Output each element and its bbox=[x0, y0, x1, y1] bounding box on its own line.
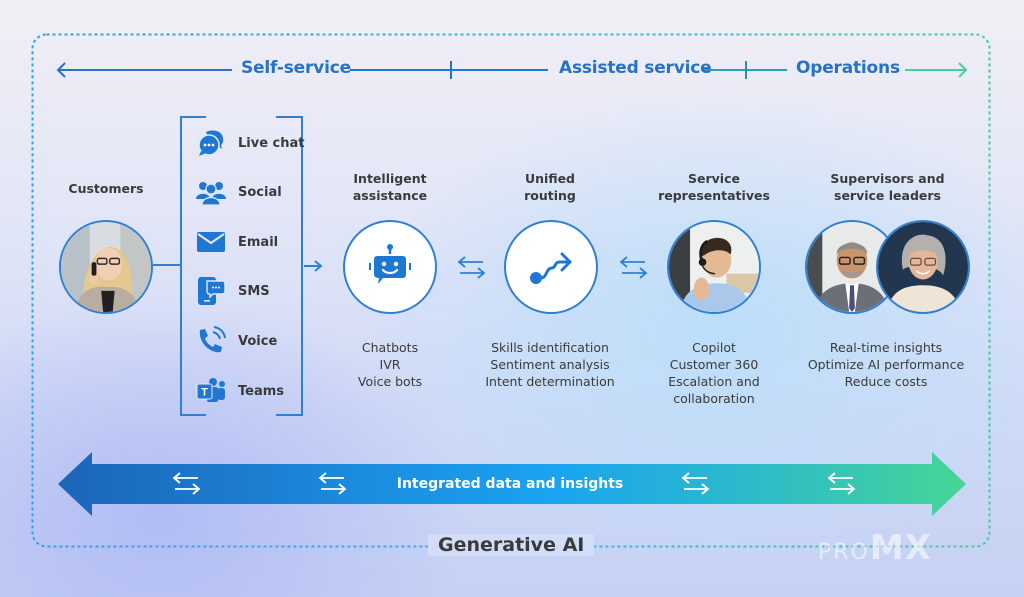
chatbot-icon bbox=[369, 244, 411, 284]
channel-live-chat[interactable]: Live chat bbox=[195, 128, 305, 158]
supervisor-photo-woman[interactable] bbox=[876, 220, 970, 314]
node-intelligent-assistance-title: Intelligent assistance bbox=[352, 171, 428, 203]
node-unified-routing-items: Skills identification Sentiment analysis… bbox=[485, 340, 615, 389]
stage-assisted-service: Assisted service bbox=[559, 58, 712, 78]
node-supervisors-title: Supervisors and service leaders bbox=[830, 171, 945, 203]
channel-label: Email bbox=[238, 234, 279, 250]
node-service-representatives-items: Copilot Customer 360 Escalation and coll… bbox=[668, 340, 760, 406]
channel-sms[interactable]: SMS bbox=[195, 276, 270, 306]
swap-arrows-icon bbox=[619, 256, 648, 279]
channel-social[interactable]: Social bbox=[195, 177, 282, 207]
node-unified-routing-title: Unified routing bbox=[524, 171, 576, 203]
supervisor-woman-photo bbox=[878, 222, 968, 312]
customers-title: Customers bbox=[68, 181, 144, 196]
generative-ai-label: Generative AI bbox=[428, 534, 595, 556]
channel-teams[interactable]: T Teams bbox=[195, 376, 284, 406]
node-supervisors-items: Real-time insights Optimize AI performan… bbox=[807, 340, 965, 389]
channels-bracket bbox=[180, 116, 323, 416]
live-chat-icon bbox=[195, 128, 227, 158]
phone-call-icon bbox=[195, 326, 227, 356]
channel-label: SMS bbox=[238, 283, 270, 299]
people-group-icon bbox=[195, 177, 227, 207]
routing-icon bbox=[530, 252, 572, 284]
node-intelligent-assistance[interactable] bbox=[343, 220, 437, 314]
node-unified-routing[interactable] bbox=[504, 220, 598, 314]
customer-to-channels-connector bbox=[153, 264, 181, 266]
stage-timeline bbox=[56, 61, 968, 79]
envelope-icon bbox=[195, 227, 227, 257]
stage-operations: Operations bbox=[796, 58, 900, 78]
integrated-data-band bbox=[58, 452, 966, 516]
timeline-line-right bbox=[905, 62, 968, 78]
swap-arrows-icon bbox=[318, 472, 347, 495]
swap-arrows-icon bbox=[827, 472, 856, 495]
integrated-data-label: Integrated data and insights bbox=[396, 476, 624, 492]
swap-arrows-icon bbox=[681, 472, 710, 495]
channel-email[interactable]: Email bbox=[195, 227, 278, 257]
channel-label: Voice bbox=[238, 333, 278, 349]
timeline-line-left bbox=[56, 62, 232, 78]
woman-on-phone-photo bbox=[61, 222, 151, 312]
phone-message-icon bbox=[195, 276, 227, 306]
agent-headset-photo bbox=[669, 222, 759, 312]
customer-photo bbox=[59, 220, 153, 314]
channel-label: Live chat bbox=[238, 135, 305, 151]
swap-arrows-icon bbox=[457, 256, 486, 279]
channel-label: Teams bbox=[238, 383, 285, 399]
channel-label: Social bbox=[238, 184, 282, 200]
channel-voice[interactable]: Voice bbox=[195, 326, 277, 356]
svg-text:T: T bbox=[201, 387, 208, 399]
node-intelligent-assistance-items: Chatbots IVR Voice bots bbox=[357, 340, 423, 389]
node-service-representatives[interactable] bbox=[667, 220, 761, 314]
teams-icon: T bbox=[195, 376, 227, 406]
stage-self-service: Self-service bbox=[241, 58, 351, 78]
node-service-representatives-title: Service representatives bbox=[658, 171, 770, 203]
swap-arrows-icon bbox=[172, 472, 201, 495]
promx-watermark: PROMX bbox=[818, 528, 932, 568]
